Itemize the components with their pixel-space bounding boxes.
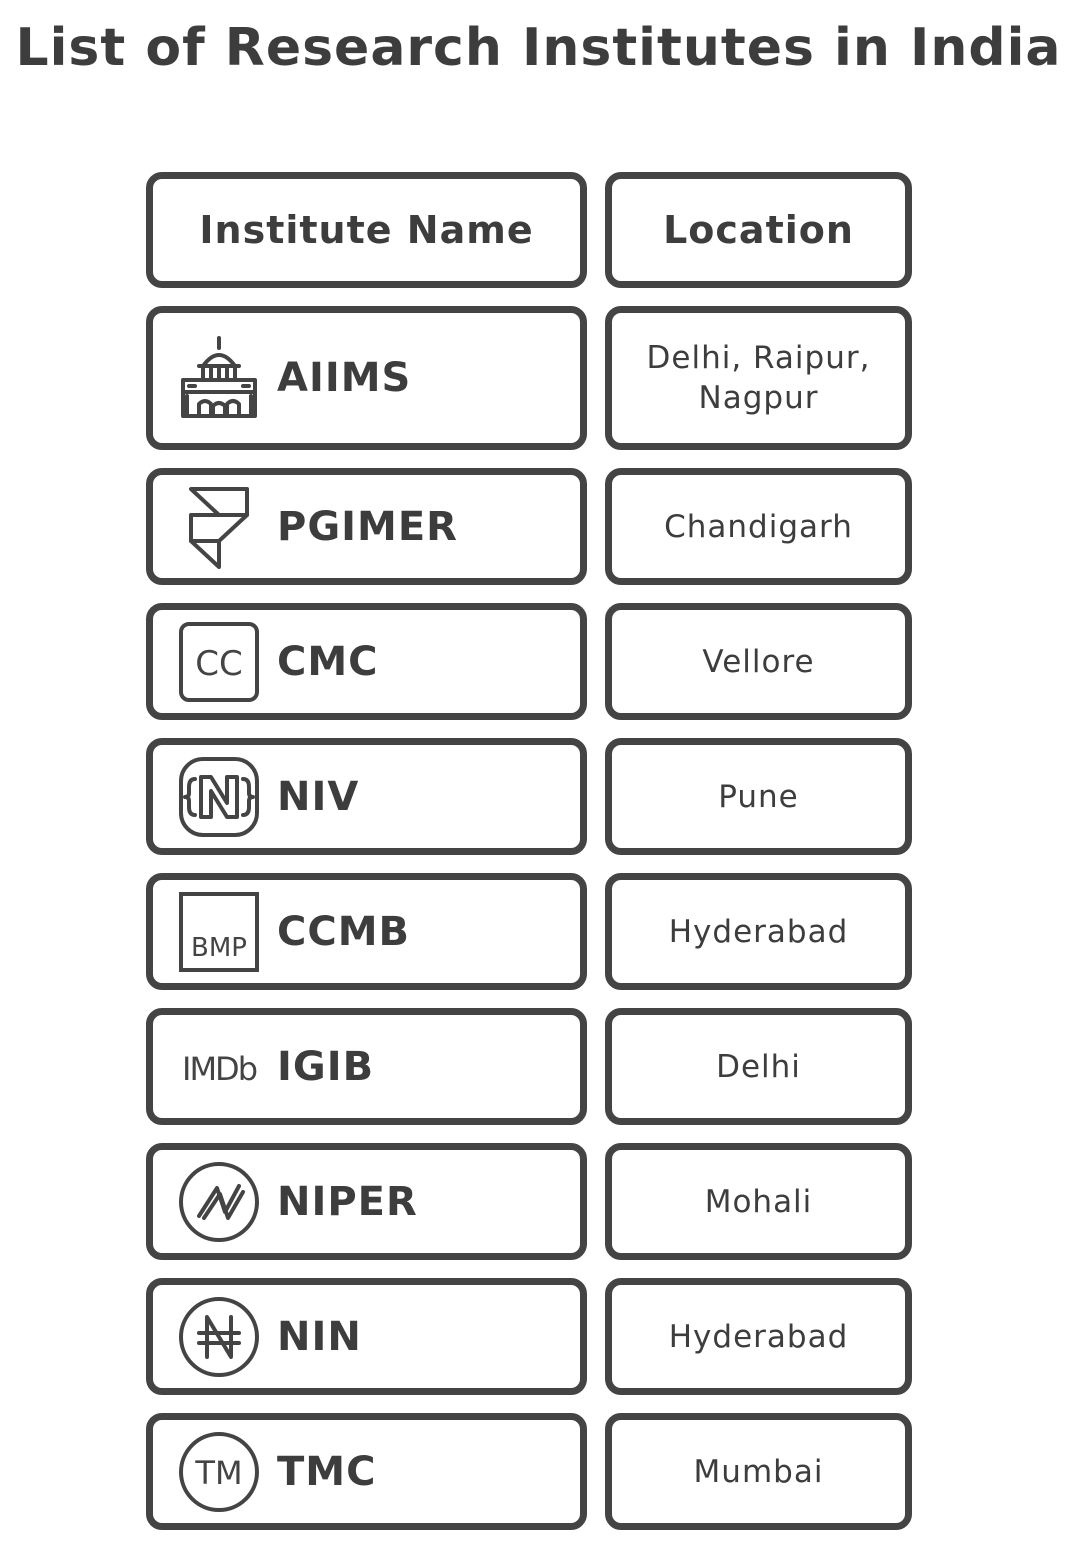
table-row-name-cell: CC CMC: [146, 603, 587, 720]
institute-name: NIN: [277, 1313, 362, 1360]
header-location: Location: [605, 172, 912, 288]
table-row-name-cell: NIN: [146, 1278, 587, 1395]
header-institute-name-label: Institute Name: [199, 208, 534, 252]
institute-location: Delhi: [716, 1048, 801, 1085]
table-row-location-cell: Vellore: [605, 603, 912, 720]
framer-icon: [177, 485, 261, 569]
institute-location: Delhi, Raipur, Nagpur: [646, 340, 871, 416]
naira-icon: [177, 1295, 261, 1379]
header-location-label: Location: [663, 208, 854, 252]
table-row-name-cell: NIV: [146, 738, 587, 855]
institute-location: Mumbai: [693, 1453, 824, 1490]
table-row-name-cell: NIPER: [146, 1143, 587, 1260]
institute-name: TMC: [277, 1448, 377, 1495]
institute-location: Vellore: [702, 643, 815, 680]
brand-n-circle-icon: [177, 1160, 261, 1244]
table-row-location-cell: Delhi: [605, 1008, 912, 1125]
closed-captions-icon: CC: [177, 620, 261, 704]
table-row-location-cell: Hyderabad: [605, 1278, 912, 1395]
table-row-location-cell: Pune: [605, 738, 912, 855]
institute-name: CMC: [277, 638, 379, 685]
building-icon: [177, 336, 261, 420]
institute-name: NIV: [277, 773, 360, 820]
table-row-name-cell: TM TMC: [146, 1413, 587, 1530]
institute-name: NIPER: [277, 1178, 418, 1225]
institute-name: PGIMER: [277, 503, 458, 550]
header-institute-name: Institute Name: [146, 172, 587, 288]
table-row-name-cell: PGIMER: [146, 468, 587, 585]
bmp-icon-text: BMP: [191, 933, 247, 963]
table-row-name-cell: AIIMS: [146, 306, 587, 450]
institute-location: Pune: [718, 778, 799, 815]
table-row-location-cell: Mohali: [605, 1143, 912, 1260]
table-row-location-cell: Chandigarh: [605, 468, 912, 585]
institute-name: CCMB: [277, 908, 411, 955]
bmp-file-icon: BMP: [177, 890, 261, 974]
institute-location: Mohali: [704, 1183, 813, 1220]
nativescript-icon: [177, 755, 261, 839]
institute-location: Chandigarh: [664, 508, 853, 545]
imdb-icon: IMDb: [177, 1025, 261, 1109]
institute-name: IGIB: [277, 1043, 375, 1090]
institute-name: AIIMS: [277, 355, 412, 401]
page-title: List of Research Institutes in India: [15, 18, 1062, 78]
institute-location: Hyderabad: [668, 913, 849, 950]
cc-icon-text: CC: [195, 644, 242, 684]
table-row-location-cell: Delhi, Raipur, Nagpur: [605, 306, 912, 450]
institute-location: Hyderabad: [668, 1318, 849, 1355]
trademark-icon-text: TM: [194, 1454, 242, 1492]
table-row-name-cell: BMP CCMB: [146, 873, 587, 990]
table-row-name-cell: IMDb IGIB: [146, 1008, 587, 1125]
trademark-icon: TM: [177, 1430, 261, 1514]
table-row-location-cell: Mumbai: [605, 1413, 912, 1530]
table-row-location-cell: Hyderabad: [605, 873, 912, 990]
imdb-icon-text: IMDb: [182, 1050, 257, 1088]
